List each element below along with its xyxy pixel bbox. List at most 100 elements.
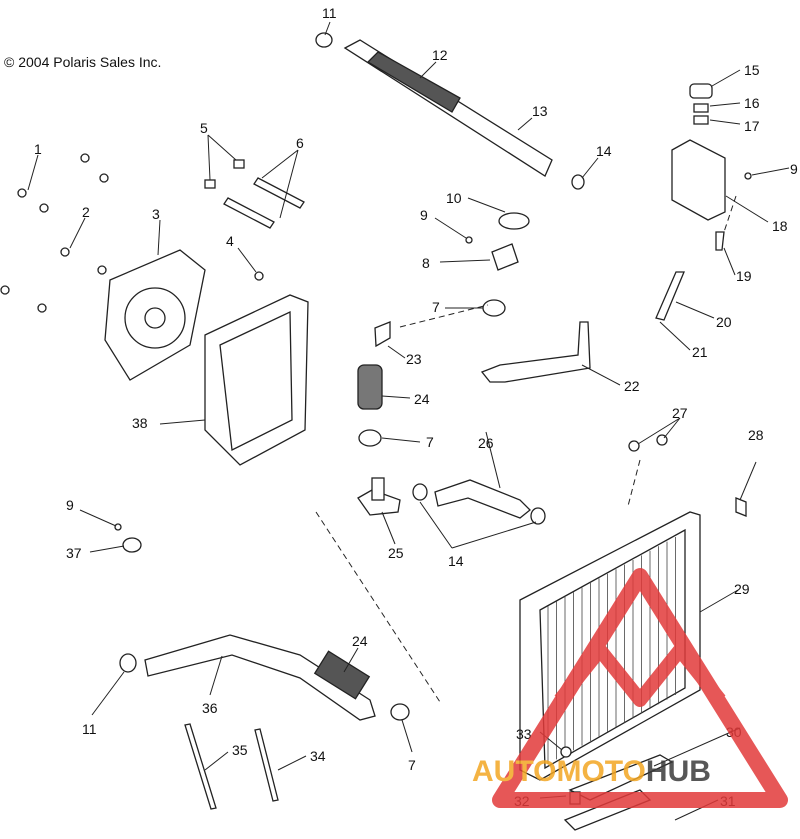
coolant-reservoir xyxy=(671,139,726,221)
callout-13: 13 xyxy=(532,103,548,119)
leader-lines xyxy=(27,21,790,821)
callout-7a: 7 xyxy=(432,299,440,315)
callout-28: 28 xyxy=(748,427,764,443)
bracket-22 xyxy=(480,321,591,383)
tee-fitting xyxy=(357,489,401,516)
watermark-brand-moto: MOTO xyxy=(556,755,645,788)
bolt-1b xyxy=(39,203,49,213)
callout-8: 8 xyxy=(422,255,430,271)
callout-7c: 7 xyxy=(408,757,416,773)
callout-20: 20 xyxy=(716,314,732,330)
callout-1: 1 xyxy=(34,141,42,157)
callout-22: 22 xyxy=(624,378,640,394)
callout-25: 25 xyxy=(388,545,404,561)
callout-15: 15 xyxy=(744,62,760,78)
callout-16: 16 xyxy=(744,95,760,111)
bolt-1c xyxy=(80,153,90,163)
callout-24b: 24 xyxy=(352,633,368,649)
bushing-6b xyxy=(223,197,275,229)
ref-line-c xyxy=(627,459,641,507)
callout-14a: 14 xyxy=(596,143,612,159)
callout-24a: 24 xyxy=(414,391,430,407)
clamp-7c xyxy=(390,703,410,721)
bolt-28 xyxy=(735,497,747,517)
callout-7b: 7 xyxy=(426,434,434,450)
clip-37 xyxy=(122,537,142,553)
callout-9b: 9 xyxy=(66,497,74,513)
callout-19: 19 xyxy=(736,268,752,284)
callout-2: 2 xyxy=(82,204,90,220)
watermark-mountain-icon xyxy=(554,643,726,707)
callout-34: 34 xyxy=(310,748,326,764)
bushing-6a xyxy=(253,177,305,209)
bolt-4 xyxy=(254,271,264,281)
ref-line-a xyxy=(399,304,489,328)
upper-hose xyxy=(343,39,553,177)
watermark-logo: AUTOMOTOHUB xyxy=(472,568,788,808)
fitting-19 xyxy=(715,231,725,251)
callout-17: 17 xyxy=(744,118,760,134)
cooling-fan xyxy=(104,249,206,381)
callout-10: 10 xyxy=(446,190,462,206)
clamp-14a xyxy=(412,483,428,501)
bolt-2c xyxy=(37,303,47,313)
copyright-notice: © 2004 Polaris Sales Inc. xyxy=(4,54,162,70)
bolt-2 xyxy=(60,247,70,257)
hose-26 xyxy=(434,479,531,519)
callout-14b: 14 xyxy=(448,553,464,569)
grommet-5a xyxy=(204,179,216,189)
watermark-brand: AUTOMOTOHUB xyxy=(472,755,711,788)
hose-clamp-7b xyxy=(358,429,382,447)
callout-23: 23 xyxy=(406,351,422,367)
callout-26: 26 xyxy=(478,435,494,451)
radiator-cap xyxy=(498,212,530,230)
filler-neck xyxy=(491,243,519,271)
screw-9b xyxy=(744,172,752,180)
callout-36: 36 xyxy=(202,700,218,716)
clamp-top xyxy=(315,32,333,48)
callout-3: 3 xyxy=(152,206,160,222)
screw-9c xyxy=(114,523,122,531)
callout-21: 21 xyxy=(692,344,708,360)
washer-16 xyxy=(693,103,709,113)
callout-38: 38 xyxy=(132,415,148,431)
tee-branch xyxy=(371,477,385,501)
bolt-2b xyxy=(97,265,107,275)
hose-24a xyxy=(357,364,383,410)
clamp-right xyxy=(571,174,585,190)
hose-23 xyxy=(374,321,391,348)
ref-line-d xyxy=(723,195,737,233)
bolt-2d xyxy=(0,285,10,295)
screw-9a xyxy=(465,236,473,244)
bolt-1 xyxy=(17,188,27,198)
hose-20 xyxy=(655,271,685,321)
callout-6: 6 xyxy=(296,135,304,151)
callout-37: 37 xyxy=(66,545,82,561)
rod-35 xyxy=(184,723,217,810)
clamp-14b xyxy=(530,507,546,525)
callout-18: 18 xyxy=(772,218,788,234)
hose-clamp-7a xyxy=(482,299,506,317)
callout-12: 12 xyxy=(432,47,448,63)
reservoir-cap xyxy=(689,83,713,99)
nut-33 xyxy=(560,746,572,758)
rod-34 xyxy=(254,728,279,802)
callout-9a: 9 xyxy=(420,207,428,223)
watermark-brand-hub: HUB xyxy=(646,755,711,788)
callout-27: 27 xyxy=(672,405,688,421)
callout-11a: 11 xyxy=(322,5,337,21)
seal-17 xyxy=(693,115,709,125)
callout-11b: 11 xyxy=(82,721,97,737)
bolt-1d xyxy=(99,173,109,183)
ref-line-b xyxy=(315,511,441,703)
grommet-27a xyxy=(628,440,640,452)
clamp-11b xyxy=(119,653,137,673)
callout-35: 35 xyxy=(232,742,248,758)
callout-5: 5 xyxy=(200,120,208,136)
watermark-brand-auto: AUTO xyxy=(472,755,556,788)
fan-shroud xyxy=(204,294,309,466)
callout-4: 4 xyxy=(226,233,234,249)
callout-33: 33 xyxy=(516,726,532,742)
